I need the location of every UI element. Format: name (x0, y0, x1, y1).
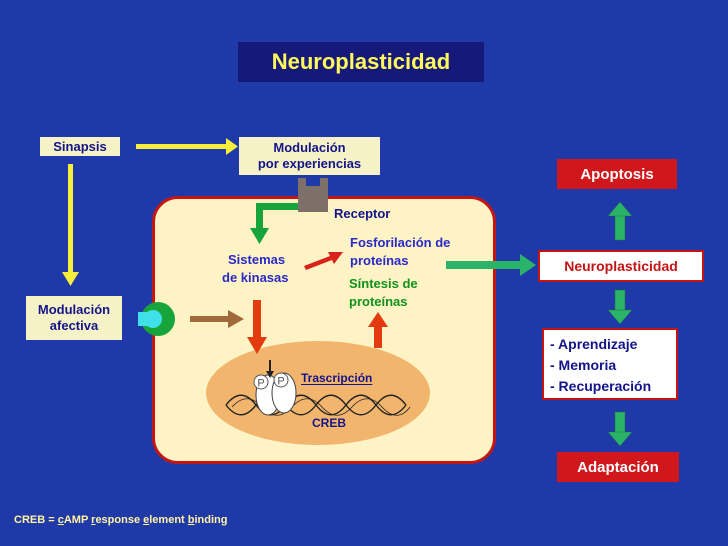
sistemas-kinasas-label: Sistemas de kinasas (222, 251, 289, 286)
outcomes-list: - Aprendizaje - Memoria - Recuperación (542, 328, 678, 400)
modulacion-experiencias-line1: Modulación (273, 140, 346, 156)
phosphate-2 (273, 372, 289, 388)
receptor-label: Receptor (334, 206, 391, 221)
sistemas-line2: de kinasas (222, 269, 289, 285)
modulacion-experiencias-line2: por experiencias (257, 156, 362, 171)
modulacion-afectiva-line2: afectiva (49, 318, 99, 333)
list-item: - Recuperación (550, 378, 652, 394)
sinapsis-box: Sinapsis (40, 137, 120, 156)
footer-b: b (187, 514, 195, 526)
nucleus (206, 341, 430, 445)
sistemas-line1: Sistemas (228, 252, 286, 267)
footer-esponse: esponse (95, 514, 144, 526)
footer-c: c (57, 514, 64, 526)
footer-lement: lement (149, 514, 188, 526)
arrow-cell-to-neuroplasticidad (446, 254, 536, 276)
page-title: Neuroplasticidad (238, 42, 484, 82)
arrow-sinapsis-to-experiencias (136, 138, 238, 155)
list-item: - Aprendizaje (550, 336, 638, 352)
list-item: - Memoria (550, 357, 617, 373)
modulacion-experiencias-box: Modulación por experiencias (239, 137, 380, 175)
trascripcion-label: Trascripción (301, 371, 373, 385)
creb-label: CREB (312, 416, 347, 430)
adaptacion-box: Adaptación (557, 452, 679, 482)
arrow-nucleus-to-sintesis (368, 312, 388, 348)
sintesis-line2: proteínas (349, 293, 408, 309)
arrow-receptor-to-kinasas (250, 203, 298, 244)
arrow-afectiva-to-cell (190, 310, 244, 328)
sintesis-line1: Síntesis de (349, 276, 418, 291)
arrow-kinasas-to-fosforilacion (304, 252, 343, 270)
receptor-icon (298, 176, 328, 212)
footer-amp: AMP (63, 514, 92, 526)
footer-inding: inding (194, 514, 228, 526)
arrow-sinapsis-to-afectiva (62, 164, 79, 286)
phosphate-1 (253, 374, 269, 390)
modulacion-afectiva-line1: Modulación (37, 302, 111, 318)
fosforilacion-label: Fosforilación de proteínas (350, 234, 450, 269)
footer-e: e (143, 514, 150, 526)
apoptosis-box: Apoptosis (557, 159, 677, 189)
footer-prefix: CREB = (14, 514, 58, 526)
neuroplasticidad-box: Neuroplasticidad (538, 250, 704, 282)
arrow-to-adaptacion (607, 411, 633, 447)
arrow-into-creb (266, 360, 274, 378)
membrane-receptor-icon (138, 302, 175, 336)
sintesis-label: Síntesis de proteínas (349, 275, 418, 310)
arrow-to-apoptosis (607, 201, 633, 241)
footer-r: r (91, 514, 96, 526)
fosforilacion-line1: Fosforilación de (350, 235, 451, 250)
arrow-kinasas-to-nucleus (247, 300, 267, 354)
phosphate-2-label: P (277, 376, 284, 388)
phosphate-1-label: P (257, 378, 264, 390)
fosforilacion-line2: proteínas (350, 252, 409, 268)
modulacion-afectiva-box: Modulación afectiva (26, 296, 122, 340)
arrow-to-list (607, 289, 633, 325)
creb-definition: CREB = cAMP response element binding (14, 514, 228, 526)
